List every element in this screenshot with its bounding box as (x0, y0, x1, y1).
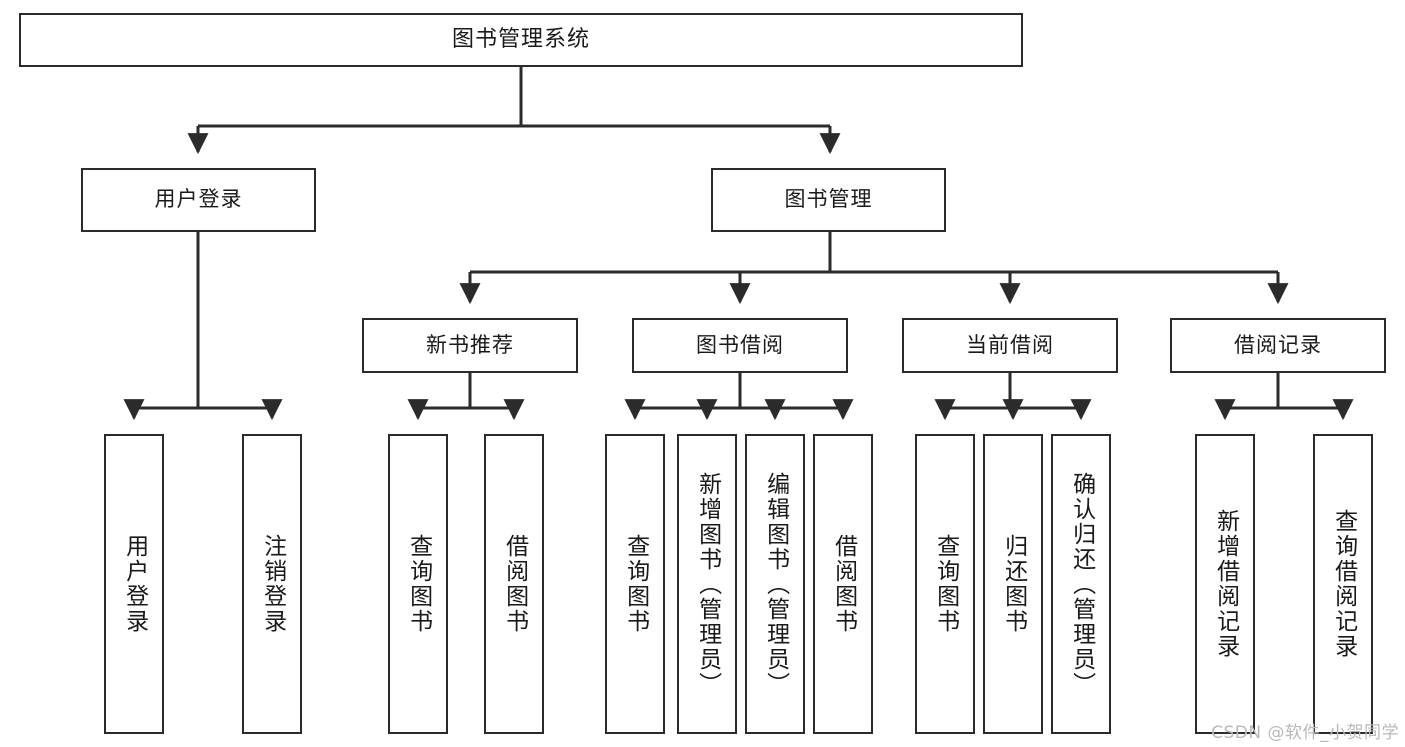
leaf-label: 查询图书 (405, 534, 432, 634)
leaf-label: 编辑图书（管理员） (762, 471, 789, 697)
leaf-query-book-borrow[interactable]: 查询图书 (605, 434, 665, 734)
leaf-query-book-current[interactable]: 查询图书 (915, 434, 975, 734)
leaf-query-book-recommend[interactable]: 查询图书 (388, 434, 448, 734)
node-current-borrow[interactable]: 当前借阅 (902, 318, 1118, 373)
node-new-book-recommend[interactable]: 新书推荐 (362, 318, 578, 373)
leaf-label: 借阅图书 (830, 534, 857, 634)
leaf-label: 用户登录 (121, 534, 148, 634)
node-root-system[interactable]: 图书管理系统 (19, 13, 1023, 67)
leaf-edit-book-admin[interactable]: 编辑图书（管理员） (745, 434, 805, 734)
leaf-label: 注销登录 (259, 534, 286, 634)
leaf-label: 新增图书（管理员） (694, 471, 721, 697)
node-user-login[interactable]: 用户登录 (81, 168, 316, 232)
leaf-label: 查询借阅记录 (1330, 509, 1357, 659)
leaf-add-borrow-record[interactable]: 新增借阅记录 (1195, 434, 1255, 734)
csdn-watermark: CSDN @软件_小贺同学 (1211, 723, 1399, 743)
leaf-label: 归还图书 (1000, 534, 1027, 634)
leaf-label: 借阅图书 (501, 534, 528, 634)
leaf-query-borrow-record[interactable]: 查询借阅记录 (1313, 434, 1373, 734)
node-book-borrow[interactable]: 图书借阅 (632, 318, 848, 373)
leaf-add-book-admin[interactable]: 新增图书（管理员） (677, 434, 737, 734)
node-borrow-record[interactable]: 借阅记录 (1170, 318, 1386, 373)
leaf-user-login[interactable]: 用户登录 (104, 434, 164, 734)
node-book-manage[interactable]: 图书管理 (711, 168, 946, 232)
leaf-confirm-return-admin[interactable]: 确认归还（管理员） (1051, 434, 1111, 734)
leaf-logout[interactable]: 注销登录 (242, 434, 302, 734)
leaf-label: 新增借阅记录 (1212, 509, 1239, 659)
leaf-borrow-book[interactable]: 借阅图书 (813, 434, 873, 734)
leaf-return-book[interactable]: 归还图书 (983, 434, 1043, 734)
leaf-label: 查询图书 (622, 534, 649, 634)
leaf-borrow-book-recommend[interactable]: 借阅图书 (484, 434, 544, 734)
leaf-label: 确认归还（管理员） (1068, 471, 1095, 697)
leaf-label: 查询图书 (932, 534, 959, 634)
